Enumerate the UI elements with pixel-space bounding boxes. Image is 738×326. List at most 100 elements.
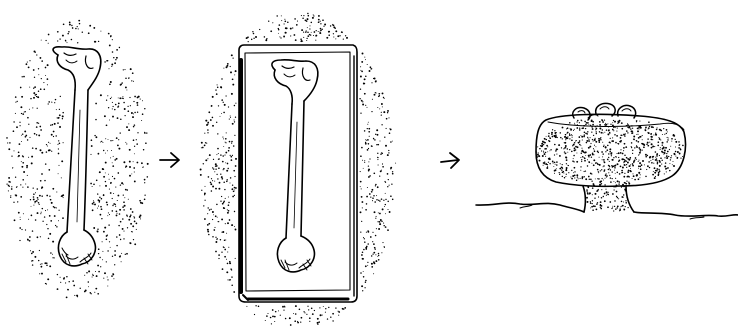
stipple-dot (118, 148, 120, 150)
stipple-dot (272, 22, 273, 23)
stipple-dot (307, 306, 308, 307)
stipple-dot (377, 221, 378, 222)
stipple-dot (367, 107, 368, 108)
stipple-dot (619, 141, 620, 142)
stipple-dot (29, 87, 30, 88)
stipple-dot (10, 197, 11, 198)
stipple-dot (325, 312, 326, 313)
stipple-dot (620, 137, 622, 139)
stipple-dot (377, 134, 379, 136)
stipple-dot (605, 189, 606, 190)
stipple-dot (618, 157, 619, 158)
stipple-dot (656, 158, 658, 160)
stipple-dot (88, 286, 89, 287)
stipple-dot (63, 277, 64, 278)
stipple-dot (364, 78, 366, 80)
stipple-dot (332, 313, 334, 315)
stipple-dot (343, 308, 344, 309)
stipple-dot (329, 31, 330, 32)
stipple-dot (268, 21, 269, 22)
stipple-dot (384, 206, 385, 207)
stipple-dot (128, 129, 130, 131)
stipple-dot (221, 218, 223, 220)
stipple-dot (53, 131, 55, 133)
stipple-dot (381, 103, 383, 105)
stipple-dot (651, 162, 653, 164)
stipple-dot (378, 95, 380, 97)
stipple-dot (98, 41, 99, 42)
stipple-dot (227, 212, 229, 214)
stipple-dot (546, 136, 547, 137)
stipple-dot (234, 119, 235, 120)
stipple-dot (216, 154, 217, 155)
stipple-dot (103, 278, 104, 279)
stipple-dot (105, 172, 106, 173)
stipple-dot (222, 268, 224, 270)
stipple-dot (362, 53, 364, 55)
stipple-dot (567, 165, 568, 166)
stipple-dot (608, 172, 609, 173)
stipple-dot (375, 235, 377, 237)
stipple-dot (629, 165, 631, 167)
stipple-dot (361, 196, 363, 198)
stipple-dot (626, 176, 627, 177)
stipple-dot (123, 209, 125, 211)
stipple-dot (607, 159, 608, 160)
stipple-dot (212, 219, 213, 220)
stipple-dot (278, 28, 279, 29)
stipple-dot (311, 32, 312, 33)
stipple-dot (123, 201, 125, 203)
stipple-dot (43, 88, 45, 90)
stipple-dot (643, 146, 645, 148)
stipple-dot (638, 147, 640, 149)
stipple-dot (320, 314, 322, 316)
stipple-dot (232, 155, 233, 156)
stipple-dot (225, 142, 226, 143)
stipple-dot (110, 98, 111, 99)
stipple-dot (606, 195, 607, 196)
stipple-dot (367, 149, 369, 151)
stipple-dot (663, 128, 664, 129)
stipple-dot (20, 87, 22, 89)
stipple-dot (104, 227, 106, 229)
stipple-dot (302, 40, 303, 41)
stipple-dot (628, 170, 629, 171)
stipple-dot (234, 105, 236, 107)
stipple-dot (120, 185, 121, 186)
stipple-dot (361, 254, 363, 256)
stipple-dot (232, 57, 233, 58)
stipple-dot (112, 106, 113, 107)
stipple-dot (670, 157, 671, 158)
stipple-dot (572, 175, 574, 177)
stipple-dot (632, 128, 633, 129)
stipple-dot (599, 128, 601, 130)
stipple-dot (614, 121, 616, 123)
stipple-dot (576, 179, 578, 181)
stipple-dot (389, 185, 390, 186)
stipple-dot (378, 144, 380, 146)
arrow-right-icon (441, 153, 459, 168)
stipple-dot (107, 215, 108, 216)
stipple-dot (655, 176, 656, 177)
stipple-dot (134, 171, 135, 172)
stipple-dot (574, 124, 575, 125)
stipple-dot (599, 157, 600, 158)
stipple-dot (370, 66, 372, 68)
stipple-dot (218, 188, 220, 190)
stipple-dot (626, 161, 627, 162)
stipple-dot (646, 143, 648, 145)
stipple-dot (45, 163, 46, 164)
stipple-dot (380, 170, 382, 172)
stipple-dot (544, 138, 546, 140)
stipple-dot (201, 147, 202, 148)
stipple-dot (593, 148, 594, 149)
stipple-dot (259, 29, 260, 30)
stipple-dot (114, 264, 115, 265)
stipple-dot (102, 241, 103, 242)
stipple-dot (620, 140, 622, 142)
stipple-dot (371, 189, 373, 191)
stipple-dot (18, 151, 20, 153)
stipple-dot (28, 157, 29, 158)
stipple-dot (233, 291, 235, 293)
stipple-dot (556, 161, 558, 163)
